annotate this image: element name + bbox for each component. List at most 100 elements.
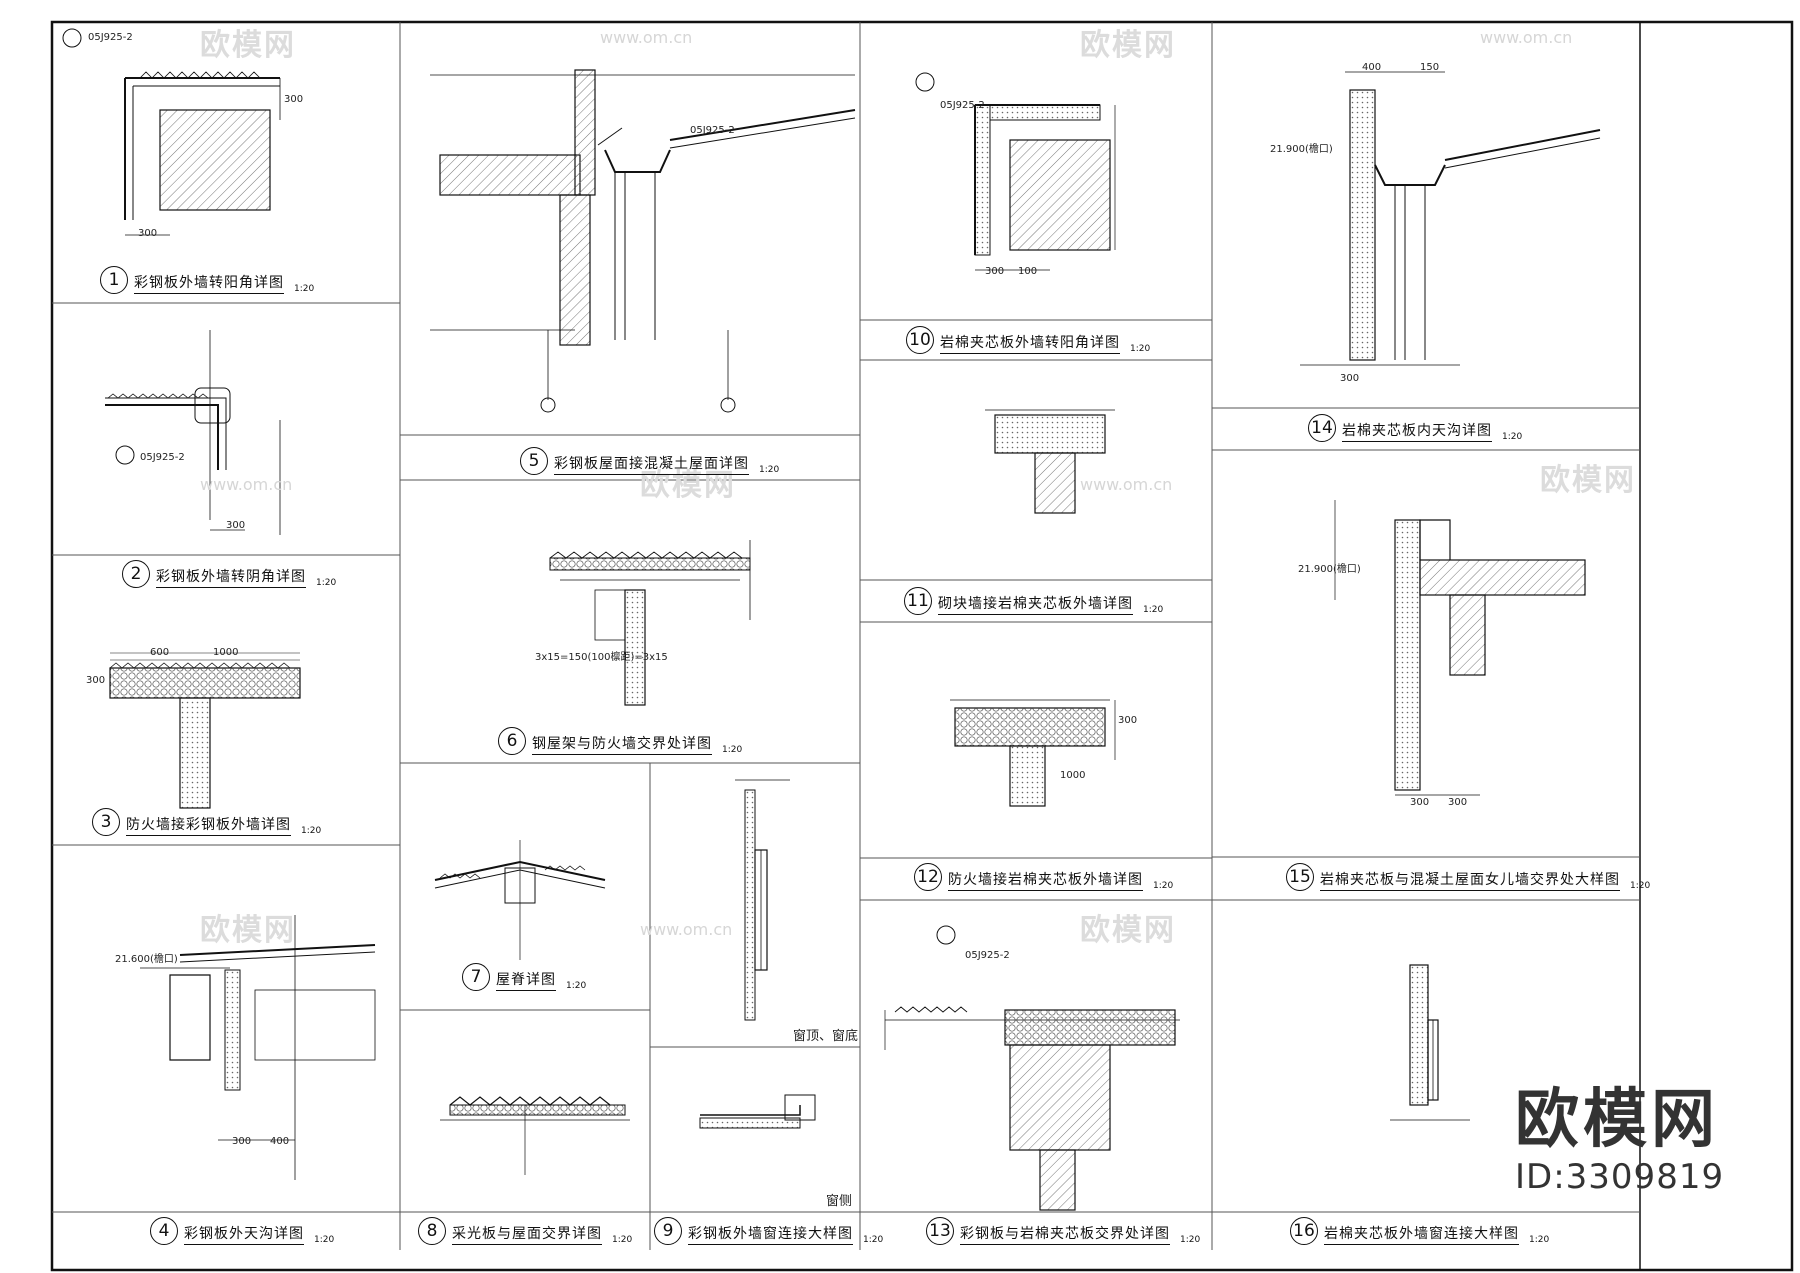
detail-11-drawing [985,409,1115,514]
detail-scale: 1:20 [1153,881,1174,891]
dim-label: 300 [1448,797,1468,808]
detail-number: 6 [498,727,526,755]
detail-title: 采光板与屋面交界详图 [452,1223,602,1245]
detail-scale: 1:20 [566,981,587,991]
detail-title: 彩钢板外墙窗连接大样图 [688,1223,853,1245]
detail-number: 1 [100,266,128,294]
detail-scale: 1:20 [759,465,780,475]
detail-7-drawing [434,840,606,960]
dim-label: 300 [138,228,158,239]
elevation-label: 21.600(檐口) [115,954,178,965]
detail-title: 彩钢板外墙转阳角详图 [134,272,284,294]
dim-label: 300 [86,675,106,686]
detail-15-drawing [1334,500,1586,796]
detail-title: 岩棉夹芯板外墙转阳角详图 [940,332,1120,354]
detail-number: 13 [926,1217,954,1245]
detail-13-drawing [884,925,1180,1211]
detail-number: 7 [462,963,490,991]
detail-6-drawing [549,540,751,706]
detail-4-drawing [140,915,376,1180]
detail-scale: 1:20 [1502,432,1523,442]
detail-caption-9: 9 彩钢板外墙窗连接大样图 1:20 [654,1217,883,1245]
detail-9-drawing [699,779,816,1129]
detail-title: 岩棉夹芯板与混凝土屋面女儿墙交界处大样图 [1320,869,1620,891]
detail-title: 屋脊详图 [496,969,556,991]
detail-scale: 1:20 [1143,605,1164,615]
ref-code: 05J925-2 [140,452,185,463]
detail-caption-10: 10 岩棉夹芯板外墙转阳角详图 1:20 [906,326,1150,354]
detail-caption-7: 7 屋脊详图 1:20 [462,963,586,991]
detail-10-drawing [915,72,1116,271]
detail-caption-3: 3 防火墙接彩钢板外墙详图 1:20 [92,808,321,836]
detail-scale: 1:20 [316,578,337,588]
dim-label: 1000 [1060,770,1086,781]
sub-caption: 窗顶、窗底 [793,1029,859,1044]
detail-1-drawing [62,28,281,236]
dim-label: 150 [1420,62,1440,73]
brand-name: 欧模网 [1515,1083,1719,1157]
detail-title: 彩钢板与岩棉夹芯板交界处详图 [960,1223,1170,1245]
dim-label: 300 [1410,797,1430,808]
dim-label: 400 [1362,62,1382,73]
detail-caption-13: 13 彩钢板与岩棉夹芯板交界处详图 1:20 [926,1217,1200,1245]
detail-12-drawing [950,699,1116,807]
sheet-border [50,20,1794,1272]
grid-lines [52,22,1640,1250]
brand-id: ID:3309819 [1515,1157,1725,1197]
detail-title: 防火墙接彩钢板外墙详图 [126,814,291,836]
detail-scale: 1:20 [294,284,315,294]
detail-2-drawing [105,330,281,535]
detail-number: 2 [122,560,150,588]
detail-5-drawing [430,69,856,413]
detail-scale: 1:20 [1130,344,1151,354]
dim-label: 300 [232,1136,252,1147]
detail-scale: 1:20 [1180,1235,1201,1245]
detail-caption-5: 5 彩钢板屋面接混凝土屋面详图 1:20 [520,447,779,475]
brand-watermark: 欧模网 ID:3309819 [1515,1088,1724,1194]
detail-caption-11: 11 砌块墙接岩棉夹芯板外墙详图 1:20 [904,587,1163,615]
elevation-label: 21.900(檐口) [1270,144,1333,155]
dim-label: 300 [226,520,246,531]
detail-caption-1: 1 彩钢板外墙转阳角详图 1:20 [100,266,314,294]
detail-title: 彩钢板外墙转阴角详图 [156,566,306,588]
detail-scale: 1:20 [301,826,322,836]
dim-label: 1000 [213,647,239,658]
note-label: 3x15=150(100檩距)=3x15 [535,652,668,663]
detail-number: 8 [418,1217,446,1245]
dim-label: 100 [1018,266,1038,277]
ref-code: 05J925-2 [88,32,133,43]
detail-14-drawing [1300,71,1601,366]
elevation-label: 21.900(檐口) [1298,564,1361,575]
detail-caption-12: 12 防火墙接岩棉夹芯板外墙详图 1:20 [914,863,1173,891]
detail-caption-4: 4 彩钢板外天沟详图 1:20 [150,1217,334,1245]
detail-scale: 1:20 [1529,1235,1550,1245]
dim-label: 600 [150,647,170,658]
detail-caption-6: 6 钢屋架与防火墙交界处详图 1:20 [498,727,742,755]
dim-label: 300 [284,94,304,105]
detail-scale: 1:20 [314,1235,335,1245]
detail-scale: 1:20 [722,745,743,755]
detail-number: 11 [904,587,932,615]
detail-number: 12 [914,863,942,891]
detail-number: 4 [150,1217,178,1245]
ref-code: 05J925-2 [940,100,985,111]
ref-code: 05J925-2 [965,950,1010,961]
dim-label: 300 [1118,715,1138,726]
detail-scale: 1:20 [863,1235,884,1245]
detail-title: 岩棉夹芯板内天沟详图 [1342,420,1492,442]
detail-number: 15 [1286,863,1314,891]
detail-16-drawing [1390,964,1470,1121]
detail-caption-2: 2 彩钢板外墙转阴角详图 1:20 [122,560,336,588]
dim-label: 300 [1340,373,1360,384]
detail-number: 16 [1290,1217,1318,1245]
detail-title: 砌块墙接岩棉夹芯板外墙详图 [938,593,1133,615]
detail-number: 3 [92,808,120,836]
ref-code: 05J925-2 [690,125,735,136]
detail-scale: 1:20 [612,1235,633,1245]
detail-number: 5 [520,447,548,475]
detail-3-drawing [109,652,301,809]
detail-title: 岩棉夹芯板外墙窗连接大样图 [1324,1223,1519,1245]
detail-title: 彩钢板屋面接混凝土屋面详图 [554,453,749,475]
detail-8-drawing [440,1096,630,1175]
